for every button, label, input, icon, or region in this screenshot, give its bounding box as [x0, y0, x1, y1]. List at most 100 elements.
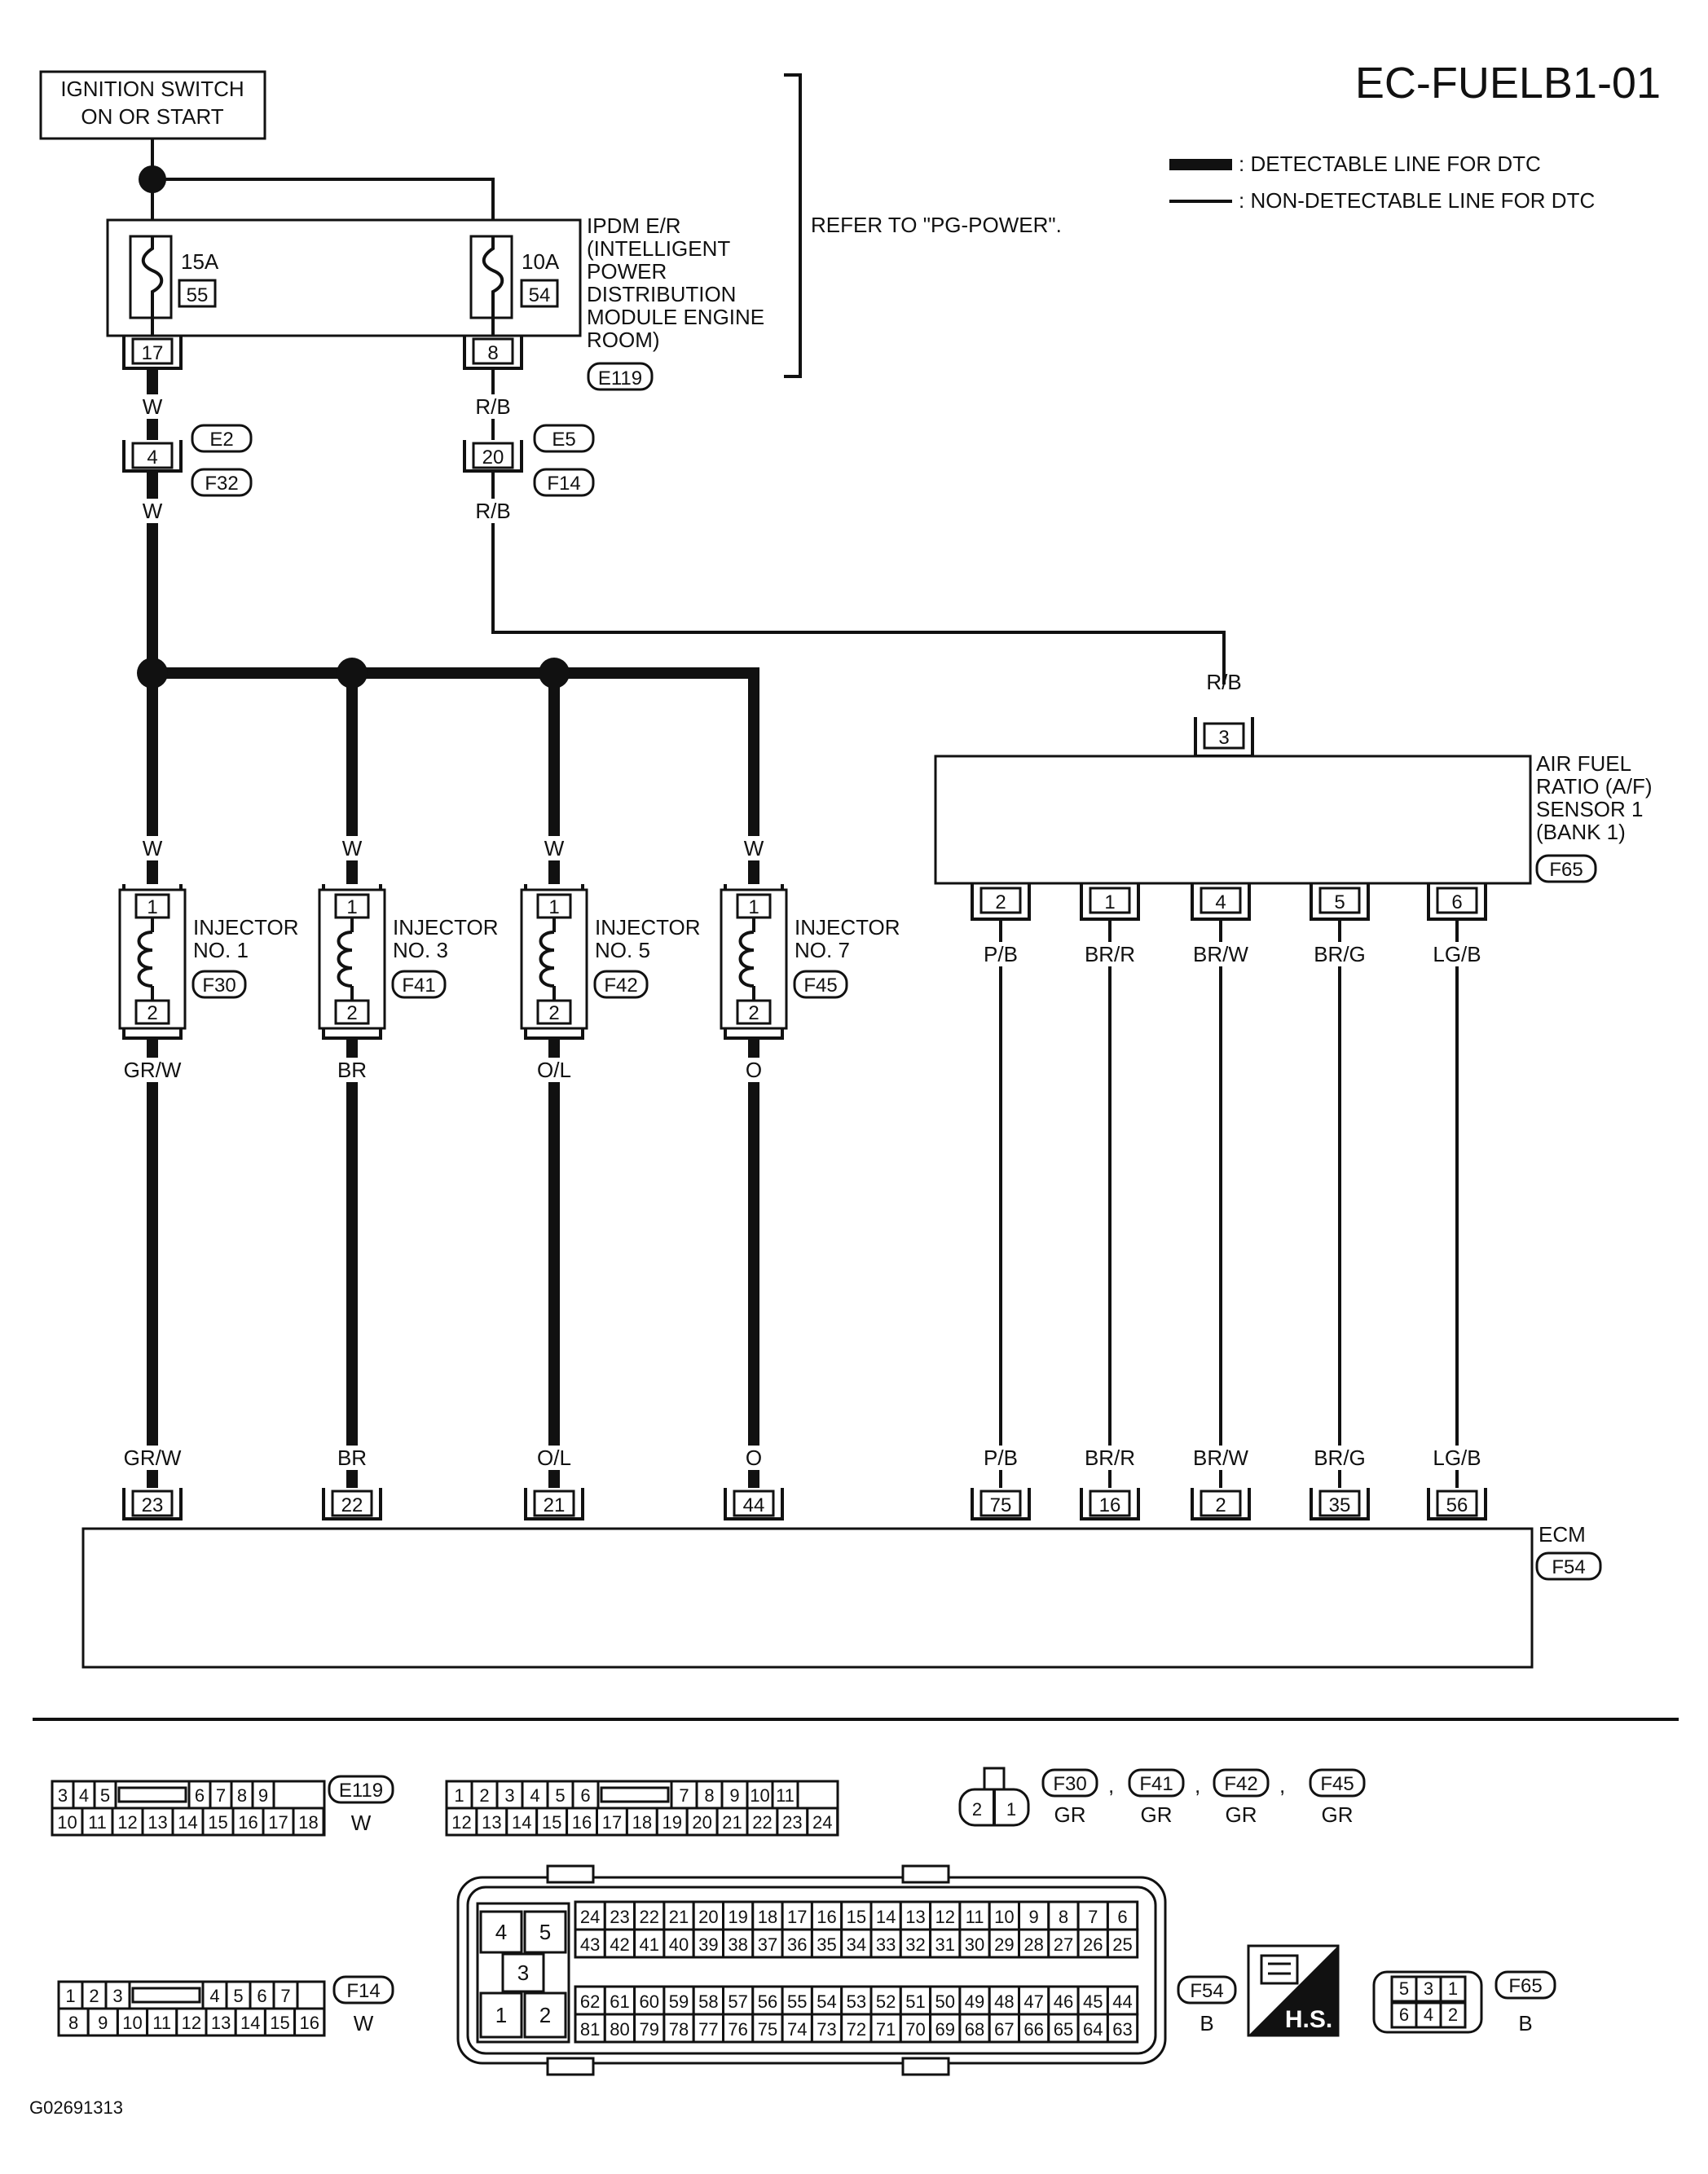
legend: : DETECTABLE LINE FOR DTC : NON-DETECTAB…	[1169, 152, 1595, 213]
terminal-number: 61	[610, 1991, 629, 2012]
ecm-connector-id: F54	[1552, 1556, 1585, 1578]
terminal-number: 71	[876, 2019, 896, 2040]
fuse-right-num: 54	[529, 284, 551, 306]
wire-color-label: W	[544, 836, 565, 860]
af-output-1: 1BR/RBR/R16A/F-UN1	[1068, 883, 1151, 1553]
ipdm-connector-id: E119	[598, 367, 642, 389]
terminal-number: 9	[258, 1785, 268, 1806]
terminal-number: 14	[178, 1812, 197, 1833]
terminal-number: 6	[580, 1785, 590, 1806]
wire-color-label: BR/W	[1193, 1446, 1248, 1470]
af-sensor-box	[934, 755, 1532, 885]
af-output-6: 6LG/BLG/B56A/F-IP1	[1421, 883, 1493, 1553]
inline-connector-right: 20 E5 F14	[463, 424, 595, 497]
terminal-number: 14	[876, 1907, 896, 1927]
ipdm-module: 15A 55 10A 54 IPDM E/R (INTELLIGENT POWE…	[106, 213, 764, 391]
pin-number: 1	[147, 896, 157, 918]
terminal-number: 35	[817, 1934, 836, 1955]
footer-code: G02691313	[29, 2097, 123, 2118]
wire-color-label: BR	[337, 1446, 367, 1470]
pin-number: 17	[142, 342, 164, 364]
terminal-number: 40	[669, 1934, 689, 1955]
ecm-pin: 23	[122, 1488, 183, 1520]
wire-color-left-bottom: W	[143, 499, 163, 523]
terminal-number: 3	[58, 1785, 68, 1806]
terminal-number: 6	[257, 1986, 266, 2006]
connector-id: F54	[1190, 1980, 1223, 2002]
terminal-number: 11	[152, 2013, 171, 2033]
terminal-number: 2	[1448, 2005, 1458, 2025]
terminal-number: 74	[787, 2019, 807, 2040]
terminal-number: 54	[817, 1991, 836, 2012]
wire-color-label: BR/W	[1193, 942, 1248, 966]
pin-number: 16	[1099, 1494, 1121, 1516]
terminal-number: 12	[117, 1812, 137, 1833]
terminal-number: 26	[1083, 1934, 1103, 1955]
pin-number: 2	[748, 1002, 759, 1024]
terminal-number: 52	[876, 1991, 896, 2012]
wire-color-label: O	[746, 1058, 762, 1082]
terminal-number: 9	[1029, 1907, 1039, 1927]
ipdm-label-1: IPDM E/R	[587, 213, 681, 238]
refer-bracket	[784, 73, 802, 378]
injector-number: NO. 5	[595, 938, 650, 962]
terminal-number: 12	[182, 2013, 201, 2033]
pin-number: 20	[482, 447, 504, 469]
terminal-number: 1	[1006, 1799, 1016, 1820]
terminal-number: 18	[632, 1812, 652, 1833]
coil-icon	[137, 931, 153, 988]
legend-detectable: : DETECTABLE LINE FOR DTC	[1239, 152, 1541, 176]
connector-color: W	[351, 1811, 372, 1835]
terminal-number: 15	[542, 1812, 561, 1833]
fuse-left-num: 55	[187, 284, 209, 306]
injector-number: NO. 7	[795, 938, 850, 962]
ecm-pin: 21	[524, 1488, 584, 1520]
connector-id: F45	[803, 975, 837, 997]
af-sensor: R/B 3 AIR FUEL RATIO (A/F) SENSOR 1 (BAN…	[934, 670, 1653, 885]
terminal-number: 55	[787, 1991, 807, 2012]
key-slot	[600, 1786, 670, 1803]
terminal-number: 10	[994, 1907, 1014, 1927]
terminal-number: 51	[905, 1991, 925, 2012]
connector-color: B	[1518, 2011, 1532, 2035]
terminal-number: 4	[79, 1785, 89, 1806]
ignition-label-2: ON OR START	[81, 104, 223, 129]
ignition-switch: IGNITION SWITCH ON OR START	[39, 70, 266, 140]
connector-color: GR	[1141, 1802, 1173, 1827]
terminal-number: 69	[935, 2019, 955, 2040]
terminal-number: 9	[729, 1785, 739, 1806]
terminal-number: 63	[1112, 2019, 1132, 2040]
terminal-number: 65	[1054, 2019, 1073, 2040]
refer-note: REFER TO "PG-POWER".	[811, 213, 1062, 237]
connector-id-oval	[328, 1775, 394, 1804]
connector-id: F14	[346, 1980, 380, 2002]
pin-number: 5	[1334, 891, 1345, 913]
terminal-number: 34	[847, 1934, 866, 1955]
terminal-number: 20	[698, 1907, 718, 1927]
terminal-number: 75	[758, 2019, 777, 2040]
terminal-number: 5	[100, 1785, 110, 1806]
terminal-number: 18	[758, 1907, 777, 1927]
wire-color-label: GR/W	[124, 1058, 182, 1082]
terminal-number: 14	[512, 1812, 531, 1833]
terminal-number: 11	[776, 1785, 795, 1806]
terminal-number: 24	[812, 1812, 832, 1833]
connector-id: F32	[205, 473, 238, 495]
wire-color-right-bottom: R/B	[475, 499, 510, 523]
injector-label: INJECTOR	[393, 915, 499, 940]
af-output-5: 5BR/GBR/G35AF-VM1	[1301, 883, 1379, 1553]
connector-id-oval	[391, 970, 447, 999]
terminal-number: 57	[728, 1991, 747, 2012]
pin-number: 21	[544, 1494, 566, 1516]
ipdm-label-2: (INTELLIGENT	[587, 236, 730, 261]
ipdm-label-6: ROOM)	[587, 328, 660, 352]
pin-number: 2	[995, 891, 1006, 913]
pin-number: 22	[341, 1494, 363, 1516]
